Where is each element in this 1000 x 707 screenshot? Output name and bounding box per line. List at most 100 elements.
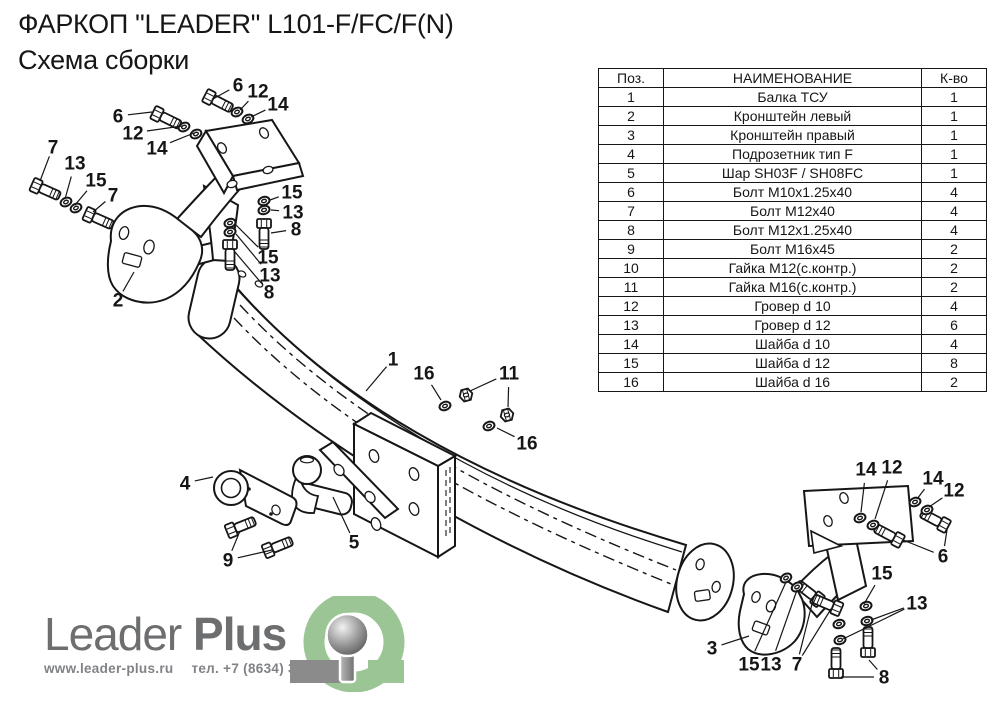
table-cell: 5 — [598, 163, 664, 183]
callout-number: 15 — [85, 171, 107, 192]
leader-line — [801, 608, 832, 656]
table-cell: Шайба d 12 — [663, 353, 922, 373]
table-cell: 7 — [598, 201, 664, 221]
callout-number: 3 — [707, 639, 718, 660]
socket-plate — [213, 468, 298, 526]
leader-line — [430, 384, 442, 401]
leader-line — [902, 539, 934, 553]
leader-line — [270, 209, 280, 212]
table-cell: 10 — [598, 258, 664, 278]
beam-right-endplate — [675, 542, 735, 622]
table-cell: 4 — [921, 296, 987, 316]
table-cell: 8 — [921, 353, 987, 373]
leader-line — [194, 476, 214, 482]
table-cell: 9 — [598, 239, 664, 259]
callout-number: 15 — [738, 655, 760, 676]
callout-number: 14 — [855, 460, 877, 481]
table-cell: Кронштейн правый — [663, 125, 922, 145]
leader-line — [239, 100, 249, 111]
table-cell: 4 — [921, 220, 987, 240]
table-cell: Гровер d 10 — [663, 296, 922, 316]
callout-number: 14 — [146, 139, 168, 160]
title-line2: Схема сборки — [18, 45, 190, 75]
leader-line — [860, 482, 865, 513]
leader-line — [874, 480, 889, 520]
callout-number: 7 — [48, 138, 59, 159]
table-cell: 11 — [598, 277, 664, 297]
leader-line — [269, 196, 280, 201]
leader-line — [250, 109, 266, 118]
left-bracket — [106, 118, 305, 304]
leader-line — [231, 530, 241, 552]
callout-number: 15 — [257, 248, 279, 269]
leader-line — [237, 549, 273, 559]
table-cell: 4 — [921, 201, 987, 221]
table-cell: 3 — [598, 125, 664, 145]
table-cell: 1 — [921, 125, 987, 145]
table-cell: 2 — [598, 106, 664, 126]
table-cell: 2 — [921, 277, 987, 297]
table-cell: 4 — [921, 334, 987, 354]
leader-line — [754, 581, 787, 652]
table-cell: Болт M12x40 — [663, 201, 922, 221]
callout-number: 14 — [267, 95, 289, 116]
callout-number: 16 — [516, 434, 537, 455]
leader-line — [928, 497, 943, 508]
leader-line — [235, 224, 259, 248]
callout-number: 13 — [64, 154, 85, 175]
leader-line — [721, 635, 750, 646]
table-cell: 13 — [598, 315, 664, 335]
callout-number: 14 — [922, 469, 944, 490]
callout-number: 16 — [413, 364, 434, 385]
callout-number: 13 — [259, 266, 280, 287]
callout-number: 12 — [122, 124, 143, 145]
callout-number: 8 — [264, 283, 275, 304]
table-cell: Гайка M12(с.контр.) — [663, 258, 922, 278]
callout-number: 13 — [282, 203, 303, 224]
logo-website: www.leader-plus.ru — [44, 661, 174, 676]
table-cell: Шайба d 10 — [663, 334, 922, 354]
title-line1: ФАРКОП "LEADER" L101-F/FC/F(N) — [18, 9, 454, 39]
callout-number: 6 — [938, 547, 949, 568]
logo-name-regular: Leader — [44, 608, 182, 660]
callout-number: 4 — [180, 474, 191, 495]
logo-hitch-icon — [290, 596, 405, 692]
callout-number: 1 — [388, 350, 399, 371]
leader-line — [234, 251, 263, 285]
table-cell: Болт M10x1.25x40 — [663, 182, 922, 202]
table-cell: 2 — [921, 239, 987, 259]
leader-line — [235, 233, 262, 265]
leader-line — [365, 366, 388, 392]
callout-number: 8 — [879, 668, 890, 689]
table-cell: 4 — [921, 182, 987, 202]
callout-number: 12 — [943, 481, 964, 502]
table-cell: 16 — [598, 372, 664, 392]
table-cell: 1 — [921, 106, 987, 126]
logo-name-bold: Plus — [193, 608, 287, 660]
leader-line — [212, 89, 230, 100]
callout-number: 6 — [233, 76, 244, 97]
callout-number: 8 — [291, 220, 302, 241]
callout-number: 12 — [247, 82, 268, 103]
table-cell: Подрозетник тип F — [663, 144, 922, 164]
leader-line — [469, 378, 497, 392]
table-cell: 8 — [598, 220, 664, 240]
table-cell: 2 — [921, 372, 987, 392]
leader-line — [39, 156, 50, 182]
leader-line — [92, 201, 106, 213]
